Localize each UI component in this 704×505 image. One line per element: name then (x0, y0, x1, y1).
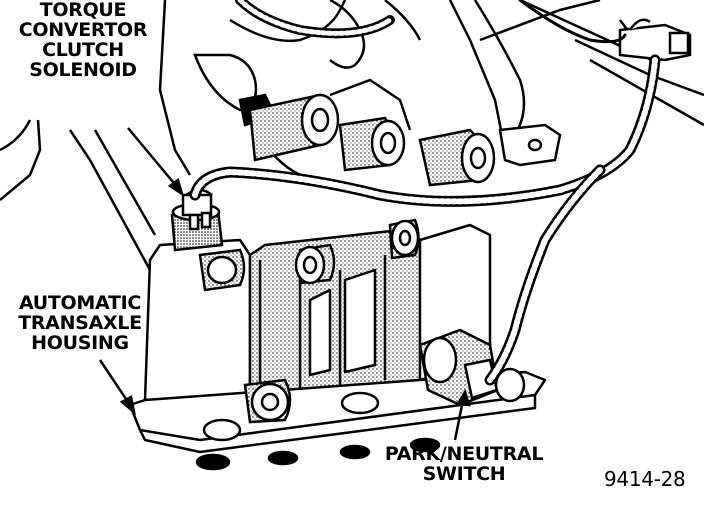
wiring-harness (189, 0, 661, 386)
valve-bosses (198, 93, 496, 442)
park-neutral-switch-label: PARK/NEUTRAL SWITCH (383, 444, 545, 484)
solenoid-label-line2: CONVERTOR (18, 19, 148, 41)
housing-label-line3: HOUSING (31, 332, 129, 354)
solenoid-label-line1: TORQUE (39, 0, 127, 21)
figure-number: 9414-28 (604, 467, 686, 491)
switch-label-line1: PARK/NEUTRAL (384, 443, 544, 465)
housing-label: AUTOMATIC TRANSAXLE HOUSING (3, 293, 157, 353)
valve-body (128, 223, 547, 471)
leader-lines (98, 127, 471, 441)
solenoid-label: TORQUE CONVERTOR CLUTCH SOLENOID (8, 0, 158, 80)
solenoid-label-line3: CLUTCH (42, 39, 124, 61)
housing-label-line2: TRANSAXLE (18, 312, 142, 334)
mounting-bracket (498, 123, 562, 167)
housing-label-line1: AUTOMATIC (18, 292, 142, 314)
park-neutral-switch-part (418, 328, 526, 407)
solenoid-label-line4: SOLENOID (29, 59, 137, 81)
switch-label-line2: SWITCH (422, 463, 506, 485)
solenoid-part (170, 188, 224, 252)
wiring-connector-top (618, 18, 692, 62)
